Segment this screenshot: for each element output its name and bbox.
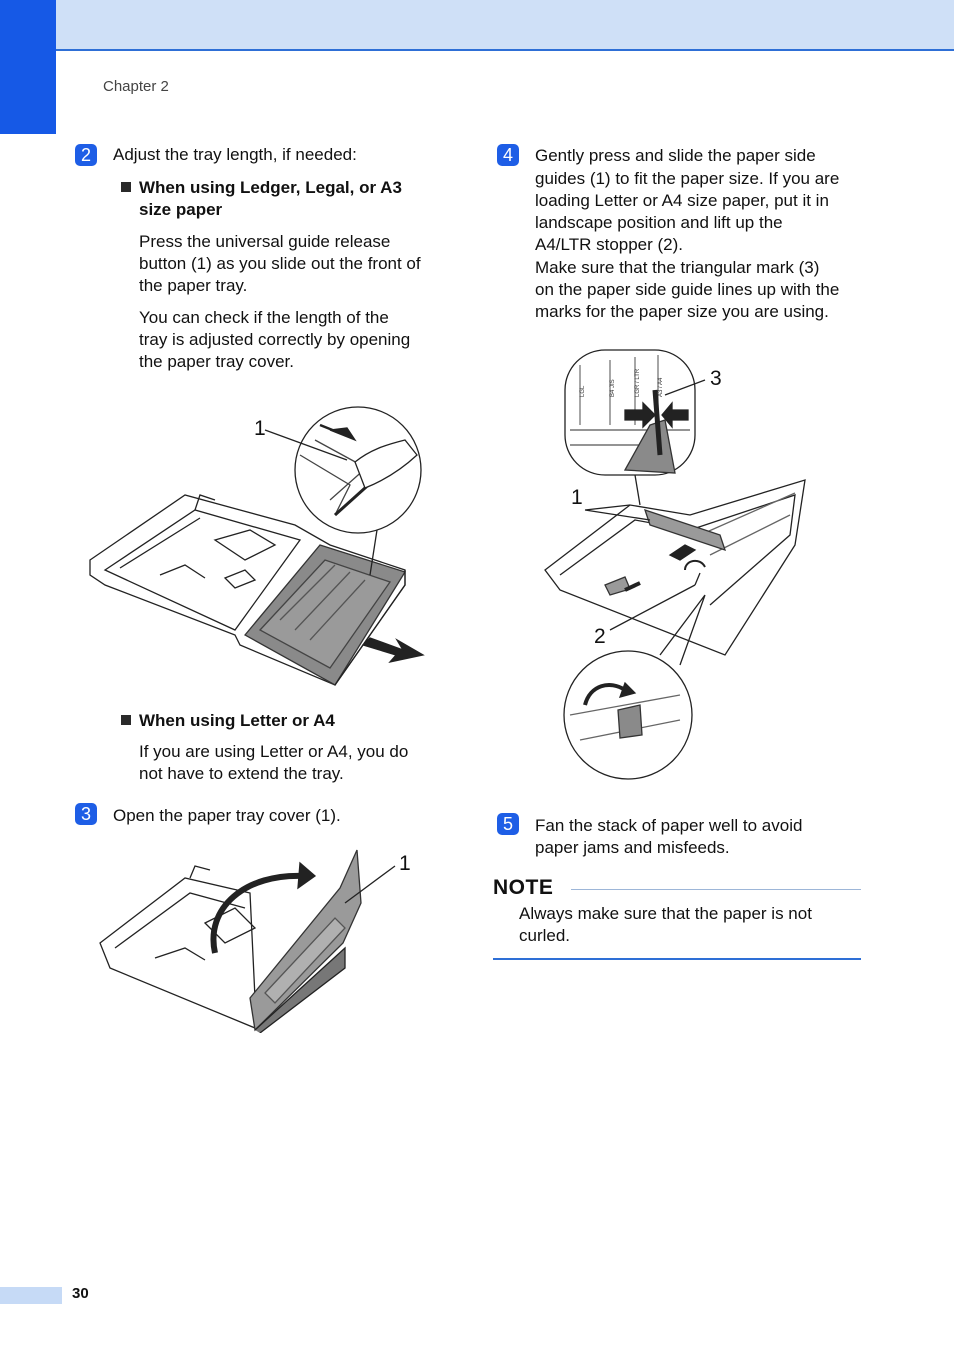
chapter-label: Chapter 2: [103, 78, 169, 95]
figure-3-callout-1: 1: [571, 486, 583, 509]
step-2-badge: 2: [75, 144, 97, 166]
step-5-badge: 5: [497, 813, 519, 835]
page-band: [0, 1287, 62, 1304]
para-3-line1: If you are using Letter or A4, you do: [139, 742, 409, 761]
para-1-line2: button (1) as you slide out the front of: [139, 254, 421, 273]
step-3-text: Open the paper tray cover (1).: [113, 806, 341, 825]
step-5-line1: Fan the stack of paper well to avoid: [535, 816, 803, 835]
para-3-line2: not have to extend the tray.: [139, 764, 344, 783]
step-4-line3: loading Letter or A4 size paper, put it …: [535, 191, 829, 210]
note-title: NOTE: [493, 876, 554, 899]
step-4-badge: 4: [497, 144, 519, 166]
paper-guide-illustration: LGL B4 JIS LGR / LTR A3 / A4: [544, 349, 806, 780]
note-line2: curled.: [519, 926, 571, 945]
bullet-1-title-line2: size paper: [139, 200, 223, 219]
para-1-line3: the paper tray.: [139, 276, 248, 295]
step-4-line8: marks for the paper size you are using.: [535, 302, 829, 321]
step-4-line7: on the paper side guide lines up with th…: [535, 280, 840, 299]
step-4-line5: A4/LTR stopper (2).: [535, 235, 684, 254]
tray-extend-illustration: [89, 406, 425, 686]
para-2-line1: You can check if the length of the: [139, 308, 389, 327]
note-bottom-rule: [493, 958, 861, 960]
bullet-2-title: When using Letter or A4: [139, 711, 335, 730]
bullet-1-title-line1: When using Ledger, Legal, or A3: [139, 178, 402, 197]
paper-size-mark-label: LGL: [580, 385, 586, 397]
page-number: 30: [72, 1285, 89, 1302]
paper-size-mark-label: B4 JIS: [610, 379, 616, 397]
note-line1: Always make sure that the paper is not: [519, 904, 812, 923]
para-1-line1: Press the universal guide release: [139, 232, 391, 251]
para-2-line3: the paper tray cover.: [139, 352, 294, 371]
step-5-line2: paper jams and misfeeds.: [535, 838, 730, 857]
note-rule: [571, 889, 861, 890]
paper-size-mark-label: LGR / LTR: [635, 368, 641, 397]
step-4-line1: Gently press and slide the paper side: [535, 146, 816, 165]
bullet-icon: [121, 182, 131, 192]
figure-2-callout-1: 1: [399, 852, 411, 875]
figure-3-callout-3: 3: [710, 367, 722, 390]
step-3-badge: 3: [75, 803, 97, 825]
para-2-line2: tray is adjusted correctly by opening: [139, 330, 411, 349]
step-2-intro: Adjust the tray length, if needed:: [113, 145, 357, 164]
chapter-tab: [0, 0, 56, 134]
figure-3-callout-2: 2: [594, 625, 606, 648]
step-4-line6: Make sure that the triangular mark (3): [535, 258, 820, 277]
header-band: [0, 0, 954, 51]
step-4-line4: landscape position and lift up the: [535, 213, 783, 232]
tray-cover-illustration: [99, 849, 396, 1033]
paper-size-mark-label: A3 / A4: [658, 377, 664, 397]
bullet-icon: [121, 715, 131, 725]
figure-1-callout-1: 1: [254, 417, 266, 440]
step-4-line2: guides (1) to fit the paper size. If you…: [535, 169, 840, 188]
